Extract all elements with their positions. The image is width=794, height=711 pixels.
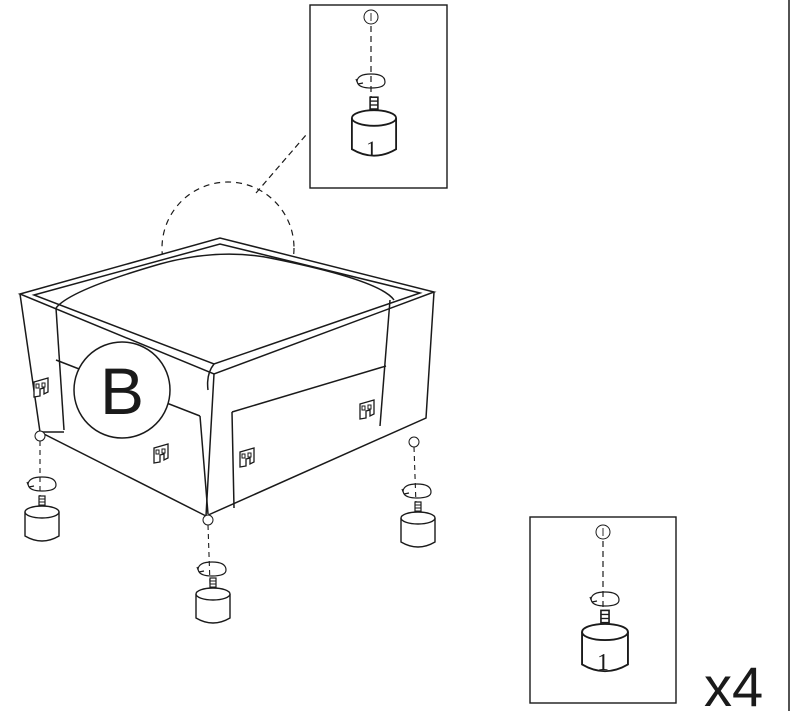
bracket-icon (33, 377, 49, 398)
screw-foot-icon (400, 501, 436, 548)
bracket-icon (239, 447, 255, 468)
callout-leader-line (255, 134, 307, 194)
bracket-icon (153, 443, 169, 464)
foot-assembly-front (195, 514, 231, 624)
ottoman-box (17, 237, 437, 518)
screw-foot-icon (24, 495, 60, 542)
section-letter: B (100, 354, 144, 428)
bracket-icon (359, 399, 375, 420)
detail-box-bottom: 1 (529, 516, 677, 704)
rotate-arrow-icon (26, 476, 57, 492)
rotate-arrow-icon (401, 483, 432, 499)
detail-box-top: 1 (309, 4, 448, 189)
foot-assembly-left (24, 430, 60, 542)
section-badge: B (73, 341, 171, 439)
part-number-label: 1 (597, 650, 609, 676)
foot-assembly-right (400, 436, 436, 548)
screw-foot-icon (195, 577, 231, 624)
rotate-arrow-icon (196, 561, 227, 577)
quantity-label: x4 (704, 655, 763, 711)
part-number-label: 1 (366, 136, 377, 161)
